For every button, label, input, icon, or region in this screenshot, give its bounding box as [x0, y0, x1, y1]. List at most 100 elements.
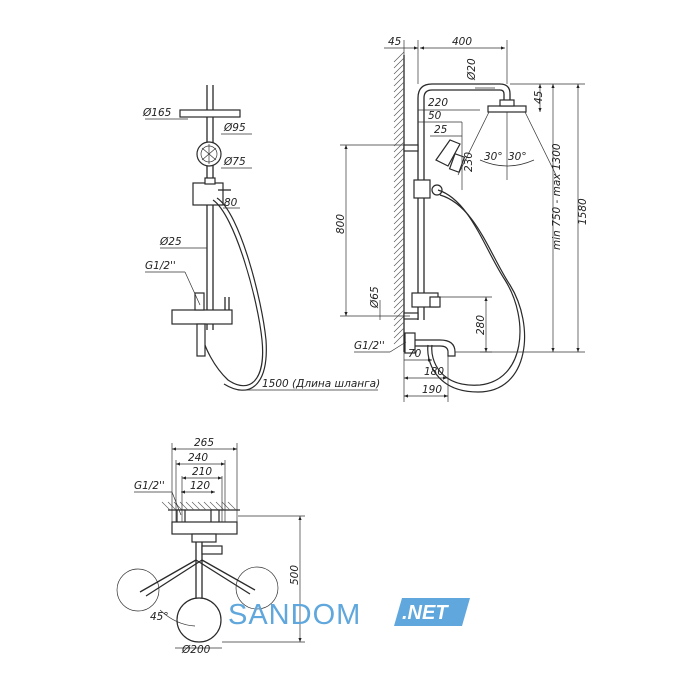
top-dim-centers: 120	[190, 480, 210, 492]
top-head-left	[116, 568, 160, 612]
watermark-badge	[394, 598, 470, 626]
side-view: 45 400 Ø20 45 220 50 25 230 30° 30° min …	[335, 36, 589, 402]
top-dim-head-dia: Ø200	[181, 644, 211, 656]
side-dim-800: 800	[335, 214, 347, 234]
hatch-line	[393, 129, 405, 141]
front-dim-slider: 80	[224, 197, 238, 209]
hatch-line	[209, 501, 219, 511]
front-dim-rail: Ø25	[159, 236, 182, 248]
hatch-line	[393, 315, 405, 327]
watermark-brand: SANDOM	[228, 599, 361, 631]
front-dim-hand-inner: Ø75	[223, 156, 246, 168]
hatch-line	[185, 501, 195, 511]
hatch-line	[393, 99, 405, 111]
side-slider	[413, 179, 431, 199]
hatch-line	[393, 267, 405, 279]
side-dim-flange: Ø65	[369, 286, 381, 309]
top-dim-240: 240	[188, 452, 208, 464]
side-dim-arm-length: 400	[452, 36, 472, 48]
hatch-line	[393, 123, 405, 135]
front-dim-hand-dia: Ø95	[223, 122, 246, 134]
hatch-line	[393, 225, 405, 237]
hatch-line	[393, 171, 405, 183]
hatch-line	[393, 201, 405, 213]
hatch-line	[221, 501, 231, 511]
side-dim-280: 280	[475, 315, 487, 335]
hatch-line	[393, 291, 405, 303]
hatch-line	[393, 279, 405, 291]
hatch-line	[393, 219, 405, 231]
side-dim-50: 50	[428, 110, 442, 122]
front-hose	[204, 199, 264, 387]
side-wall	[393, 51, 405, 352]
hatch-line	[393, 159, 405, 171]
hatch-line	[393, 177, 405, 189]
side-hose	[431, 189, 521, 386]
hatch-line	[393, 243, 405, 255]
side-dim-head-height: 45	[533, 90, 545, 104]
hatch-line	[161, 501, 171, 511]
hatch-line	[393, 207, 405, 219]
hatch-line	[393, 189, 405, 201]
hatch-line	[393, 57, 405, 69]
hatch-line	[393, 297, 405, 309]
hatch-line	[393, 81, 405, 93]
hatch-line	[393, 117, 405, 129]
hatch-line	[393, 237, 405, 249]
hatch-line	[393, 87, 405, 99]
side-dim-190: 190	[422, 384, 442, 396]
side-dim-70: 70	[408, 348, 422, 360]
hatch-line	[173, 501, 183, 511]
side-angle-right: 30°	[508, 151, 527, 163]
front-slider	[192, 182, 224, 206]
hatch-line	[393, 93, 405, 105]
hatch-line	[393, 135, 405, 147]
hatch-line	[393, 255, 405, 267]
sandom-watermark: SANDOM .NET	[228, 598, 470, 631]
top-dim-angle: 45°	[150, 611, 169, 623]
side-angle-left: 30°	[484, 151, 503, 163]
hatch-line	[393, 63, 405, 75]
top-dim-inlet: G1/2''	[134, 480, 165, 492]
hatch-line	[393, 111, 405, 123]
hatch-line	[393, 261, 405, 273]
watermark-suffix: .NET	[402, 602, 449, 624]
side-rain-head	[487, 105, 527, 113]
hatch-line	[393, 309, 405, 321]
hatch-line	[393, 69, 405, 81]
side-dim-180: 180	[424, 366, 444, 378]
side-dim-220: 220	[428, 97, 448, 109]
hatch-line	[393, 273, 405, 285]
side-dim-overall: 1580	[577, 198, 589, 225]
top-dim-depth: 500	[289, 565, 301, 585]
hatch-line	[393, 165, 405, 177]
hatch-line	[191, 501, 201, 511]
top-dim-210: 210	[192, 466, 212, 478]
hatch-line	[393, 333, 405, 345]
side-dim-arm-dia: Ø20	[466, 58, 478, 81]
top-mixer	[171, 521, 238, 535]
front-view: Ø165 Ø95 Ø75 80 Ø25 G1/2'' 1500 (Длина ш…	[142, 85, 380, 391]
hatch-line	[393, 231, 405, 243]
top-head-right	[235, 566, 279, 610]
hatch-line	[393, 321, 405, 333]
hatch-line	[215, 501, 225, 511]
top-head-center	[176, 597, 222, 643]
hatch-line	[393, 153, 405, 165]
hatch-line	[393, 183, 405, 195]
hatch-line	[393, 303, 405, 315]
side-dim-range: min 750 - max 1300	[551, 143, 563, 250]
hatch-line	[179, 501, 189, 511]
hatch-line	[393, 327, 405, 339]
side-arm	[417, 83, 511, 106]
hatch-line	[393, 213, 405, 225]
hatch-line	[393, 285, 405, 297]
side-dim-25: 25	[434, 124, 448, 136]
top-view: 265 240 210 G1/2'' 120 500 45° Ø200	[116, 437, 305, 656]
top-dim-265: 265	[194, 437, 214, 449]
hatch-line	[393, 147, 405, 159]
hatch-line	[393, 141, 405, 153]
hatch-line	[227, 501, 237, 511]
hatch-line	[393, 249, 405, 261]
